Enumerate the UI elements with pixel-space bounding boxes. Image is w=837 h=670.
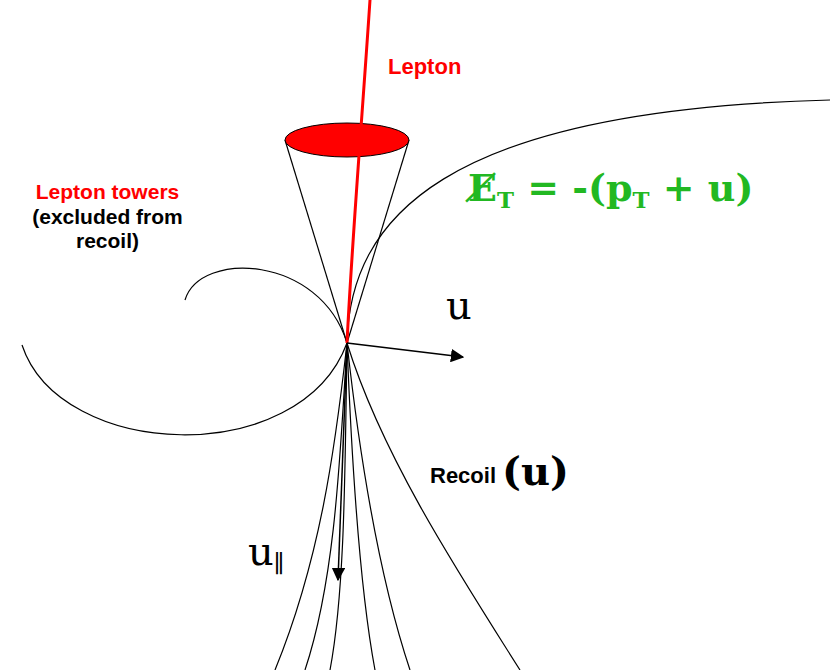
track-curve (347, 100, 830, 343)
recoil-track (347, 343, 410, 670)
recoil-vector (347, 343, 463, 357)
vector-label: u (446, 282, 472, 328)
region-label: Lepton towers (15, 180, 200, 204)
equation: E̸T = -(pT + u) (468, 166, 753, 210)
cone-edge (347, 140, 409, 343)
recoil-track (275, 343, 347, 670)
lepton-towers (285, 123, 409, 157)
parallel-component-vector (338, 343, 347, 580)
region-note: (excluded from recoil) (15, 205, 200, 253)
track-curve (22, 343, 347, 435)
cone-edge (285, 140, 347, 343)
lepton-track (347, 0, 370, 343)
recoil-label: Recoil (430, 463, 496, 488)
vector-label: (u) (502, 448, 569, 494)
component-label: u∥ (248, 528, 285, 574)
recoil-track (330, 343, 347, 670)
track-curve (185, 268, 347, 343)
recoil-track (305, 343, 347, 670)
particle-label: Lepton (388, 54, 461, 79)
recoil-track (347, 343, 520, 670)
